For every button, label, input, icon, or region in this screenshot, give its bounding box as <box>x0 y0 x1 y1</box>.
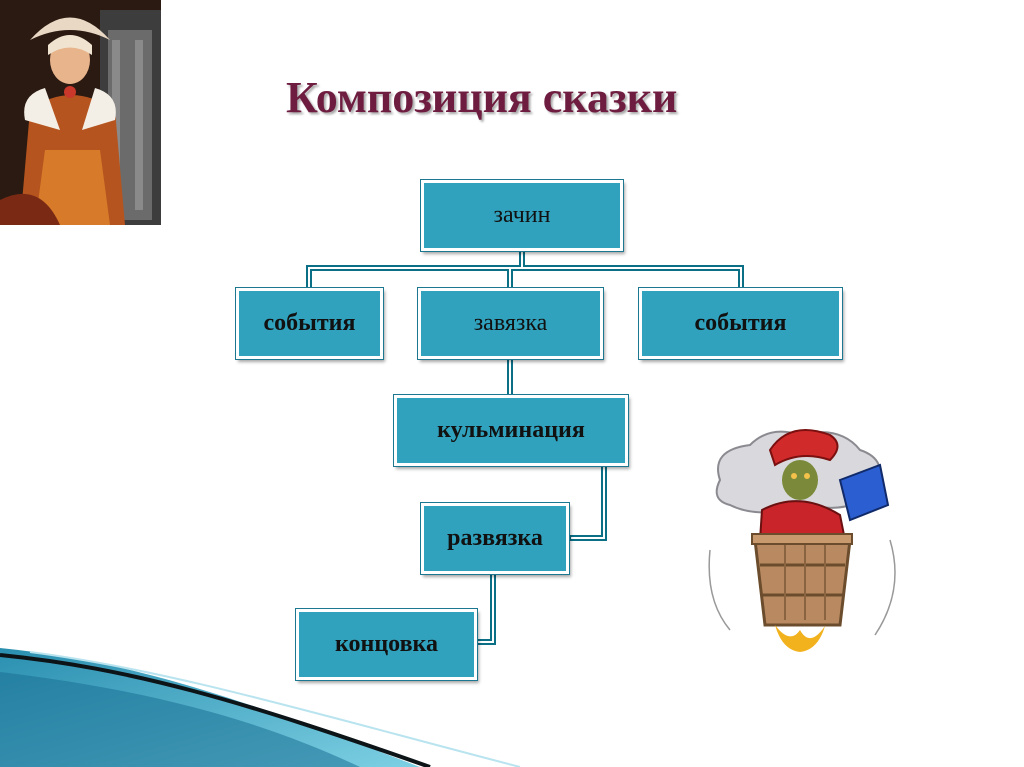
node-sobytiya-left-label: события <box>263 310 356 336</box>
node-zachin-label: зачин <box>493 202 551 228</box>
node-kulminatsiya-label: кульминация <box>437 417 585 443</box>
node-kulminatsiya: кульминация <box>393 394 629 467</box>
node-zavyazka-label: завязка <box>473 310 548 336</box>
node-kontsovka-label: концовка <box>335 631 438 657</box>
node-razvyazka: развязка <box>420 502 570 575</box>
node-kontsovka: концовка <box>295 608 478 681</box>
page-title: Композиция сказки <box>286 73 678 122</box>
node-sobytiya-left: события <box>235 287 384 360</box>
node-zavyazka: завязка <box>417 287 604 360</box>
portrait-illustration <box>0 0 161 225</box>
node-sobytiya-right: события <box>638 287 843 360</box>
node-razvyazka-label: развязка <box>447 525 543 551</box>
node-zachin: зачин <box>420 179 624 252</box>
node-sobytiya-right-label: события <box>694 310 787 336</box>
baba-yaga-illustration <box>708 429 896 652</box>
